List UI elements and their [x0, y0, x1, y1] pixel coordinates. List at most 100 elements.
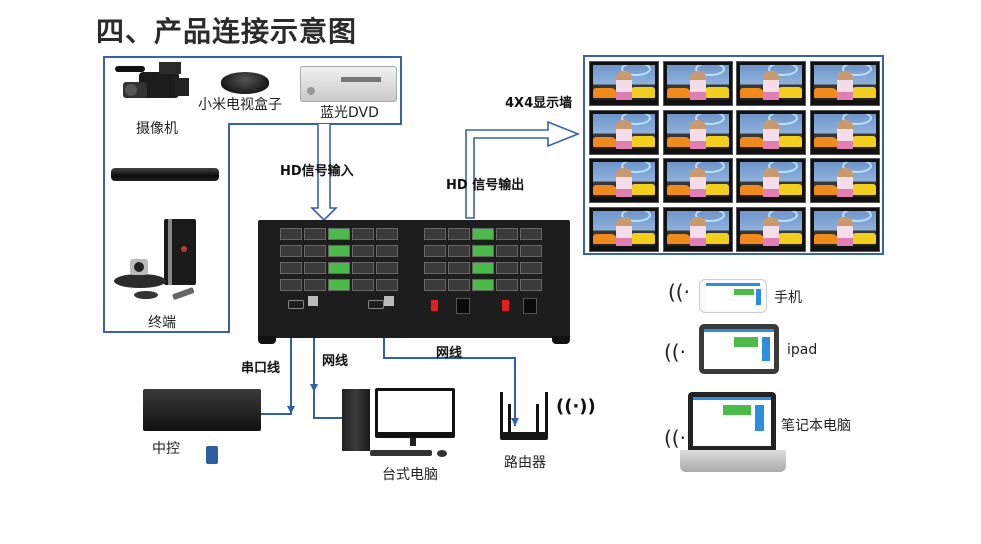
video-wall-screen [736, 158, 806, 203]
hdmi-port [304, 279, 326, 291]
terminal-block [472, 245, 494, 257]
video-wall-screen [736, 206, 806, 252]
hdmi-port [448, 262, 470, 274]
hdmi-port [496, 262, 518, 274]
hdmi-port [424, 228, 446, 240]
video-wall-screen [589, 158, 659, 203]
terminal-block [472, 262, 494, 274]
hdmi-port [496, 228, 518, 240]
video-wall-screen [809, 109, 880, 155]
hdmi-port [448, 245, 470, 257]
terminal-block [328, 228, 350, 240]
serial-port-2 [368, 300, 384, 309]
network-cable-label-2: 网线 [436, 346, 463, 361]
central-control-label: 中控 [152, 441, 180, 457]
wifi-icon: ((· [664, 340, 686, 364]
terminal-block [328, 262, 350, 274]
keyboard-icon [370, 450, 432, 456]
video-wall-screen [662, 206, 733, 252]
video-wall-screen [809, 61, 880, 106]
router-antenna [536, 404, 539, 434]
hdmi-port [520, 279, 542, 291]
video-wall-screen [662, 158, 733, 203]
signal-input-label: HD信号输入 [280, 164, 354, 179]
hdmi-port [304, 228, 326, 240]
tv-box-label: 小米电视盒子 [198, 97, 282, 113]
hdmi-port [376, 228, 398, 240]
hdmi-port [304, 262, 326, 274]
wireless-signal-icon: ((·)) [556, 396, 596, 417]
video-wall-screen [589, 206, 659, 252]
phone-icon [699, 279, 767, 313]
hdmi-port [424, 279, 446, 291]
hdmi-port [376, 279, 398, 291]
hdmi-port [496, 279, 518, 291]
desktop-label: 台式电脑 [382, 467, 438, 483]
desktop-tower-icon [342, 389, 370, 451]
laptop-label: 笔记本电脑 [781, 418, 851, 434]
power-switch-1[interactable] [431, 300, 438, 311]
hdmi-port [280, 245, 302, 257]
ipad-label: ipad [787, 342, 818, 358]
serial-cable-label: 串口线 [241, 361, 281, 376]
hdmi-port [280, 262, 302, 274]
network-cable-desktop [313, 333, 342, 419]
video-wall-screen [662, 61, 733, 106]
power-socket-1 [456, 298, 470, 314]
laptop-icon [688, 392, 776, 450]
power-switch-2[interactable] [502, 300, 509, 311]
router-antenna [545, 392, 548, 434]
terminal-label: 终端 [148, 315, 176, 331]
mobile-device-icon [206, 446, 218, 464]
monitor-icon [375, 388, 455, 438]
page-title: 四、产品连接示意图 [96, 15, 358, 48]
router-label: 路由器 [504, 455, 546, 471]
mouse-icon [437, 450, 447, 457]
serial-port-1 [288, 300, 304, 309]
power-socket-2 [523, 298, 537, 314]
hdmi-port [352, 245, 374, 257]
hdmi-port [280, 228, 302, 240]
video-wall-screen [589, 109, 659, 155]
hdmi-port [520, 262, 542, 274]
router-antenna [500, 392, 503, 434]
video-wall-screen [809, 158, 880, 203]
video-wall-screen [809, 206, 880, 252]
central-control-icon [143, 389, 261, 431]
video-wall-screen [589, 61, 659, 106]
terminal-block [328, 279, 350, 291]
lan-port-1 [308, 296, 318, 306]
router-icon [500, 432, 548, 440]
phone-label: 手机 [774, 290, 802, 306]
hdmi-port [304, 245, 326, 257]
hdmi-port [424, 245, 446, 257]
output-arrow [465, 120, 581, 219]
terminal-block [472, 228, 494, 240]
video-wall [583, 55, 884, 255]
network-cable-label-1: 网线 [322, 354, 349, 369]
sources-frame [103, 56, 402, 333]
matrix-switcher [258, 220, 570, 344]
lan-port-2 [384, 296, 394, 306]
hdmi-port [352, 262, 374, 274]
hdmi-port [424, 262, 446, 274]
camera-icon [115, 62, 189, 98]
laptop-keyboard [680, 450, 786, 472]
video-wall-screen [662, 109, 733, 155]
tablet-icon [699, 324, 779, 374]
hdmi-port [352, 228, 374, 240]
dvd-player-icon [300, 66, 397, 102]
hdmi-port [352, 279, 374, 291]
wifi-icon: ((· [664, 426, 686, 450]
terminal-block [328, 245, 350, 257]
dvd-label: 蓝光DVD [320, 105, 379, 121]
hdmi-port [520, 228, 542, 240]
hdmi-port [520, 245, 542, 257]
hdmi-port [448, 228, 470, 240]
hdmi-port [496, 245, 518, 257]
network-cable-router [383, 333, 516, 426]
video-wall-label: 4X4显示墙 [505, 96, 573, 111]
wifi-icon: ((· [668, 280, 690, 304]
signal-output-label: HD 信号输出 [446, 178, 525, 193]
hdmi-port [376, 245, 398, 257]
